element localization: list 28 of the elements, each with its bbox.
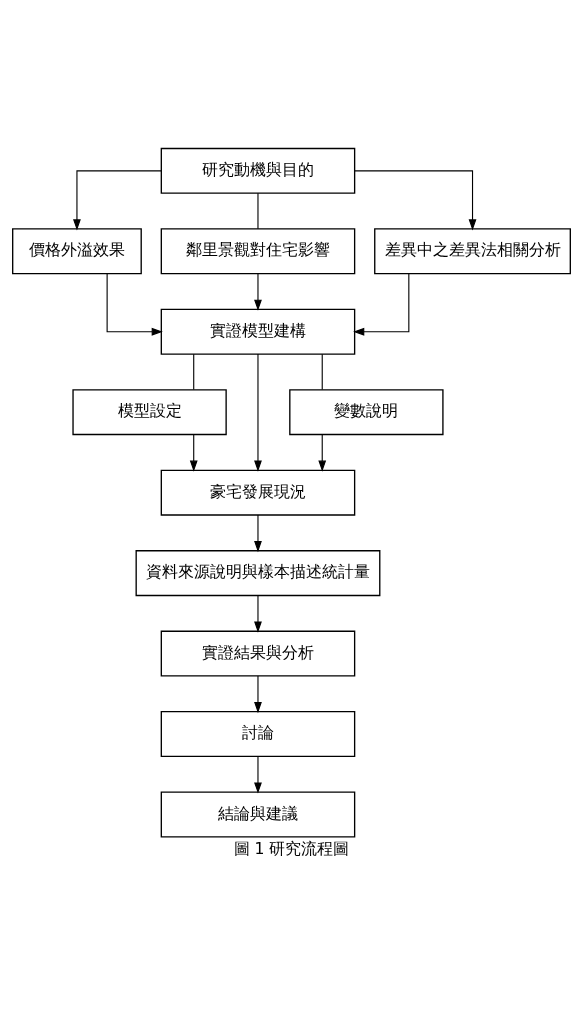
arrow bbox=[254, 272, 262, 311]
arrow bbox=[254, 755, 262, 794]
node-box: 資料來源說明與樣本描述統計量 bbox=[135, 549, 381, 596]
node-box: 豪宅發展現況 bbox=[160, 469, 356, 516]
node-box: 價格外溢效果 bbox=[12, 227, 142, 274]
node-box: 討論 bbox=[160, 710, 356, 757]
connector bbox=[257, 192, 259, 229]
connector bbox=[321, 353, 323, 390]
node-box: 模型設定 bbox=[72, 388, 227, 435]
node-box: 實證結果與分析 bbox=[160, 630, 356, 677]
node-box: 鄰里景觀對住宅影響 bbox=[160, 227, 356, 274]
arrow bbox=[254, 594, 262, 633]
arrow bbox=[189, 433, 198, 472]
node-box: 研究動機與目的 bbox=[160, 147, 356, 194]
arrow bbox=[254, 674, 262, 713]
arrow bbox=[318, 433, 327, 472]
node-box: 實證模型建構 bbox=[160, 308, 356, 355]
arrow bbox=[254, 353, 262, 472]
arrow bbox=[354, 169, 477, 231]
arrow bbox=[106, 272, 163, 336]
connector bbox=[193, 353, 195, 390]
arrow bbox=[73, 169, 162, 231]
arrow bbox=[254, 514, 262, 552]
caption: 圖 1 研究流程圖 bbox=[233, 838, 350, 858]
node-box: 變數說明 bbox=[289, 388, 444, 435]
node-box: 差異中之差異法相關分析 bbox=[374, 227, 571, 274]
arrow bbox=[353, 272, 410, 336]
node-box: 結論與建議 bbox=[160, 790, 356, 837]
